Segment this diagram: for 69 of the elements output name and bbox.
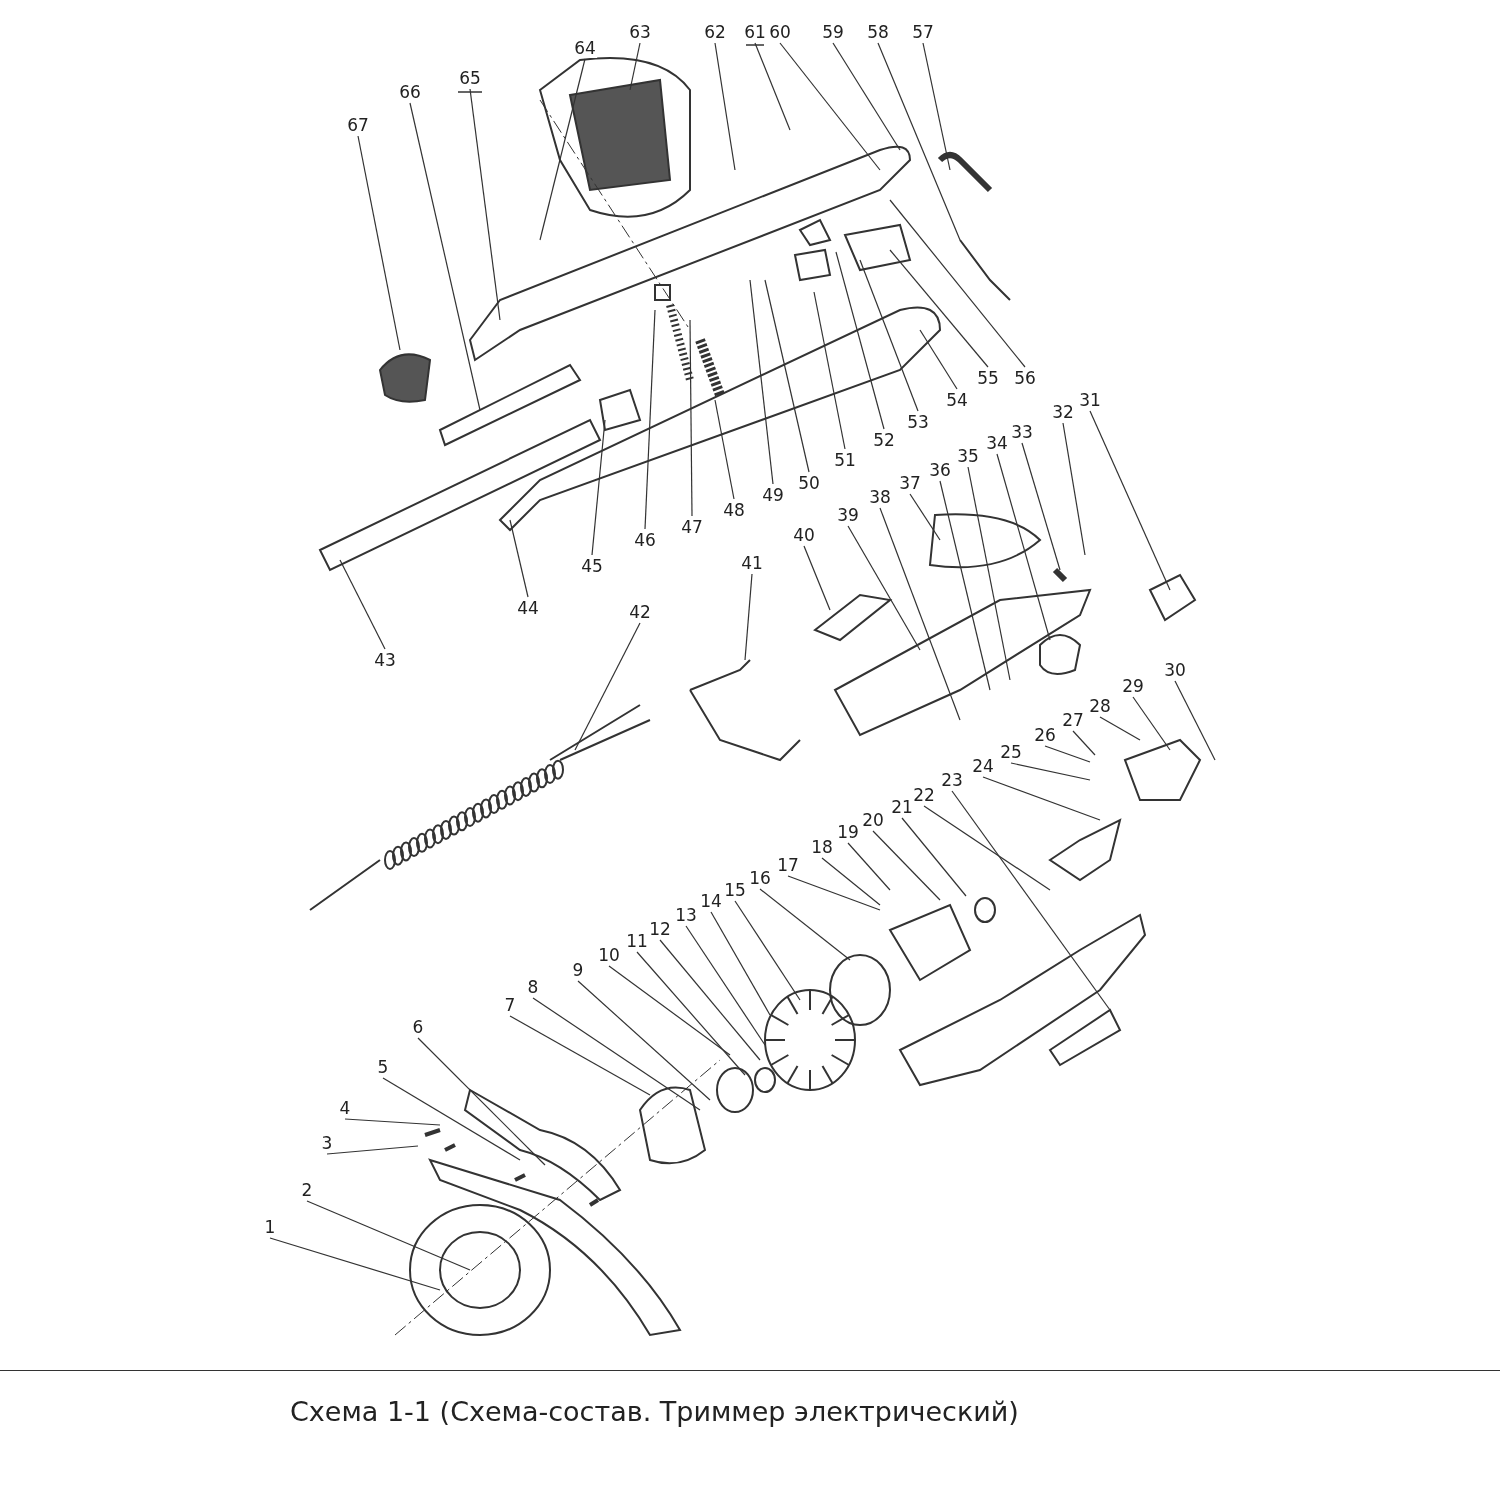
- leader-line: [951, 790, 1111, 1011]
- leader-line: [629, 42, 641, 91]
- leader-line: [923, 805, 1051, 891]
- leader-line: [306, 1200, 471, 1271]
- leader-line: [710, 911, 771, 1016]
- leader-line: [967, 466, 1011, 681]
- leader-line: [813, 291, 846, 450]
- leader-line: [779, 42, 881, 171]
- leader-line: [1044, 745, 1091, 763]
- leader-line: [877, 42, 961, 241]
- leader-line: [689, 319, 693, 517]
- leader-line: [764, 279, 810, 473]
- leader-line: [714, 42, 736, 171]
- leader-line: [901, 817, 967, 897]
- leader-line: [685, 925, 766, 1046]
- leader-line: [1072, 730, 1096, 756]
- leader-line: [749, 279, 774, 485]
- leader-line: [909, 493, 941, 541]
- leader-line: [409, 102, 481, 411]
- leader-line: [889, 249, 989, 368]
- leader-line: [608, 965, 731, 1056]
- leader-line: [577, 980, 711, 1101]
- leader-line: [1089, 410, 1171, 591]
- leader-line: [879, 507, 961, 721]
- leader-line: [744, 573, 753, 661]
- leader-line: [759, 888, 851, 961]
- leader-line: [919, 329, 958, 390]
- leader-line: [591, 419, 606, 556]
- leader-line: [803, 545, 831, 611]
- leader-line: [939, 480, 991, 691]
- leader-line: [644, 309, 656, 530]
- callout-number: 64: [573, 38, 597, 58]
- leader-line: [847, 842, 891, 891]
- leader-line: [339, 559, 386, 650]
- leader-line: [469, 88, 501, 321]
- leader-line: [982, 776, 1101, 821]
- leader-line: [714, 399, 735, 500]
- leader-line: [1099, 716, 1141, 741]
- leader-line: [382, 1077, 521, 1161]
- caption: Схема 1-1 (Схема-состав. Триммер электрический): [290, 1396, 1019, 1427]
- leader-line: [417, 1037, 546, 1166]
- leader-line: [835, 251, 885, 430]
- leader-line: [821, 857, 881, 906]
- leader-line: [509, 1015, 651, 1096]
- leader-line: [636, 951, 746, 1076]
- leader-line: [509, 519, 529, 598]
- leader-line: [734, 900, 801, 1001]
- leader-line: [344, 1118, 441, 1126]
- leader-line: [532, 997, 701, 1111]
- leader-line: [1010, 762, 1091, 781]
- leader-line: [659, 939, 761, 1061]
- leader-line: [357, 135, 401, 351]
- leader-line: [269, 1237, 441, 1291]
- leader-line: [1062, 422, 1086, 556]
- leader-line: [539, 58, 586, 241]
- leader-line: [326, 1145, 419, 1155]
- leader-line: [754, 42, 791, 131]
- leader-line: [847, 525, 921, 651]
- leader-line: [1174, 680, 1216, 761]
- leader-line: [922, 42, 951, 171]
- leader-line: [996, 453, 1051, 641]
- leader-line: [859, 259, 919, 412]
- leader-line: [832, 42, 901, 151]
- leader-line: [574, 622, 641, 751]
- leader-line: [872, 830, 941, 901]
- leader-line: [787, 875, 881, 911]
- leader-line: [1021, 442, 1061, 571]
- leader-line: [889, 199, 1026, 368]
- leader-line: [1132, 696, 1171, 751]
